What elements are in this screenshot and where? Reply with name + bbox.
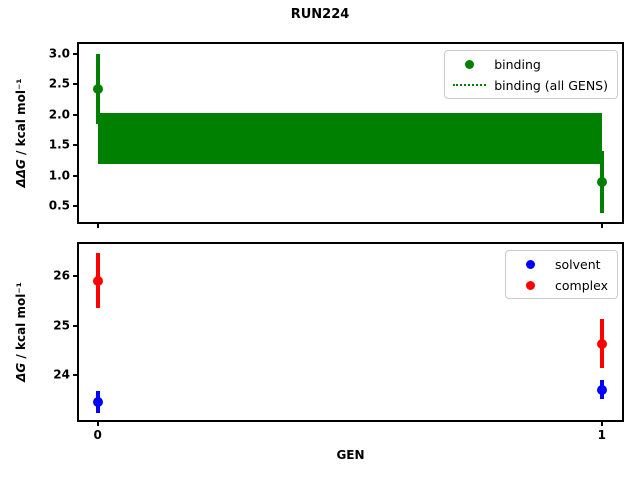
legend-label: binding (all GENS) <box>494 77 608 93</box>
y-tick-label: 1.0 <box>48 167 70 182</box>
x-tick-mark <box>600 422 603 426</box>
bottom-plot-axes: 26 25 24 0 1 solvent complex <box>53 242 624 442</box>
legend-label: binding <box>494 56 541 72</box>
y-tick-mark <box>73 324 77 327</box>
x-tick-mark <box>600 224 603 228</box>
y-axis-label-symbol: ΔG <box>14 362 28 382</box>
bottom-plot-y-axis-label: ΔG / kcal mol⁻¹ <box>14 282 28 382</box>
x-axis-label: GEN <box>336 448 365 462</box>
y-tick-mark <box>73 373 77 376</box>
y-axis-label-symbol: ΔΔG <box>14 159 28 188</box>
top-plot-axes: 3.0 2.5 2.0 1.5 1.0 0.5 binding binding (all GE… <box>49 42 624 228</box>
y-tick-mark <box>73 113 77 116</box>
legend-marker-icon <box>512 259 548 269</box>
x-tick-mark <box>96 224 99 228</box>
legend-entry: binding (all GENS) <box>451 76 608 94</box>
legend-entry: binding <box>451 55 608 73</box>
legend-label: complex <box>555 277 608 293</box>
legend-marker-icon <box>512 280 548 290</box>
y-tick-label: 3.0 <box>48 46 70 61</box>
complex-point <box>596 338 607 349</box>
legend-marker-icon <box>451 59 487 69</box>
y-tick-mark <box>73 205 77 208</box>
y-tick-mark <box>73 144 77 147</box>
x-tick-label: 0 <box>93 428 102 442</box>
y-tick-label: 26 <box>53 268 70 283</box>
y-tick-mark <box>73 174 77 177</box>
y-axis-label-units: / kcal mol⁻¹ <box>14 282 28 363</box>
solvent-point <box>92 396 103 407</box>
figure-title: RUN224 <box>290 7 350 22</box>
legend-entry: complex <box>512 276 608 294</box>
complex-point <box>92 275 103 286</box>
y-tick-label: 24 <box>53 367 70 382</box>
x-tick-label: 1 <box>597 428 607 442</box>
y-tick-label: 2.5 <box>48 76 70 91</box>
y-tick-label: 1.5 <box>48 137 70 152</box>
y-tick-mark <box>73 83 77 86</box>
legend: solvent complex <box>505 250 618 299</box>
legend: binding binding (all GENS) <box>444 50 618 99</box>
x-tick-mark <box>96 422 99 426</box>
y-axis-label-units: / kcal mol⁻¹ <box>14 78 28 160</box>
y-tick-label: 2.0 <box>48 107 70 122</box>
legend-dotted-line-icon <box>451 84 487 86</box>
y-tick-mark <box>73 275 77 278</box>
uncertainty-band <box>97 113 602 165</box>
y-tick-mark <box>73 52 77 55</box>
binding-point <box>92 84 103 95</box>
y-tick-label: 0.5 <box>48 198 70 213</box>
legend-label: solvent <box>555 256 601 272</box>
binding-point <box>596 176 607 187</box>
y-tick-label: 25 <box>53 317 70 332</box>
legend-entry: solvent <box>512 255 608 273</box>
top-plot-y-axis-label: ΔΔG / kcal mol⁻¹ <box>14 78 28 187</box>
solvent-point <box>596 384 607 395</box>
